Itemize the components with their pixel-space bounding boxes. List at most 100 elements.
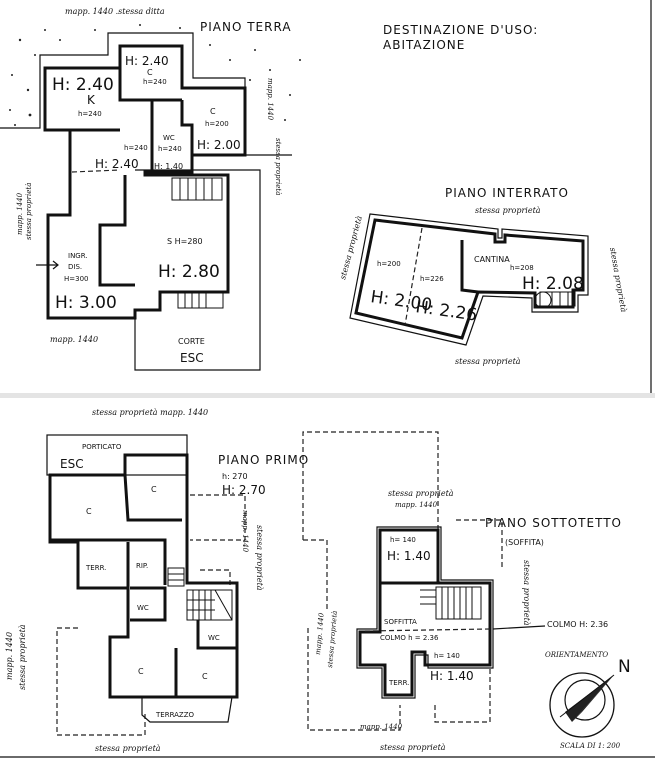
room-rip-label: RIP. [136, 562, 148, 570]
pt-left-note-2: stessa proprietà [25, 183, 33, 240]
s-label: S H=280 [167, 237, 203, 246]
ps-top-note-1: stessa proprietà [388, 489, 454, 498]
stairs-icon [171, 177, 224, 309]
pi-left-note: stessa proprietà [338, 215, 364, 281]
pp-right-note-1: mapp. 1440 [241, 510, 249, 553]
c1-h: h=240 [143, 78, 167, 86]
ps-bottom-note-2: stessa proprietà [380, 743, 446, 752]
pp-title: PIANO PRIMO [218, 453, 309, 467]
pp-left-note-2: stessa proprietà [18, 624, 27, 690]
scan-band [0, 393, 655, 398]
attic-stairs-icon [420, 586, 482, 620]
cantina-wall [460, 240, 479, 294]
first-floor-walls [48, 453, 239, 699]
ps-dashed-boundary-2 [303, 539, 328, 610]
north-letter: N [618, 657, 631, 677]
pp-dashed-boundary-2 [200, 569, 231, 585]
room-c2-label: C [151, 485, 157, 494]
r1-h: h=200 [377, 260, 401, 268]
wall-c2 [123, 474, 182, 522]
ps-bottom-note-1: mapp. 1440 [360, 723, 403, 731]
cantina-height: H: 2.08 [522, 274, 584, 294]
ground-floor-walls [43, 44, 247, 320]
piano-interrato-plan: PIANO INTERRATO stessa proprietà h=200 H… [338, 186, 628, 366]
room-wc1-label: WC [137, 604, 149, 612]
terrain-hatch [9, 24, 301, 126]
ps-right-note: stessa proprietà [522, 560, 531, 626]
ps-subtitle: (SOFFITA) [505, 538, 544, 547]
wall-s-ingr [98, 175, 135, 287]
ps-r1-height: H: 1.40 [387, 549, 431, 563]
k-label: K [87, 93, 96, 107]
piano-sottotetto-plan: stessa proprietà mapp. 1440 PIANO SOTTOT… [302, 431, 622, 752]
compass-icon [549, 672, 615, 738]
pt-right-note-1: mapp. 1440 [266, 78, 274, 121]
room-terrazzo-label: TERRAZZO [155, 711, 195, 719]
colmo-line [364, 628, 491, 632]
corte-esc: ESC [180, 351, 204, 365]
destination-label: DESTINAZIONE D'USO: [383, 23, 538, 37]
ingr-height: H: 3.00 [55, 293, 117, 313]
ps-left-note-1: mapp. 1440 [314, 612, 326, 655]
cellar-outer-wall [349, 213, 589, 346]
ps-dashed-boundary-5 [434, 665, 491, 723]
room-wc2-label: WC [208, 634, 220, 642]
cantina-h: h=208 [510, 264, 534, 272]
room-c3-label: C [138, 667, 144, 676]
pt-left-note-1: mapp. 1440 [16, 192, 24, 235]
porticato-label: PORTICATO [82, 443, 122, 451]
wc-label: WC [163, 134, 175, 142]
ps-top-note-2: mapp. 1440 [395, 501, 438, 509]
scale-label: SCALA DI 1: 200 [560, 742, 621, 750]
room-terr-label: TERR. [85, 564, 106, 572]
wall-wc1 [130, 586, 167, 622]
terrazzo-outline [141, 696, 233, 723]
pp-bottom-note: stessa proprietà [95, 744, 161, 753]
pi-bottom-note: stessa proprietà [455, 357, 521, 366]
orientation-label: ORIENTAMENTO [545, 651, 608, 659]
wall-k-c [118, 68, 182, 102]
pp-stairs-icon [167, 567, 233, 621]
wc-height: H: 1.40 [154, 162, 183, 171]
r2-height: H: 2.26 [414, 297, 478, 325]
hall-height: H: 2.40 [95, 157, 139, 171]
colmo-callout-arrow [492, 625, 546, 630]
pi-top-note: stessa proprietà [475, 206, 541, 215]
ps-r2-h: h= 140 [434, 652, 460, 660]
pi-right-note: stessa proprietà [608, 247, 628, 313]
pp-height: H: 2.70 [222, 483, 266, 497]
ps-terr-label: TERR. [388, 679, 409, 687]
soffitta-label: SOFFITTA [384, 618, 417, 626]
piano-terra-plan: mapp. 1440 .stessa ditta PIANO TERRA H: … [0, 7, 301, 417]
pp-left-note-1: mapp. 1440 [5, 632, 14, 680]
pt-bottom-left-note: mapp. 1440 [50, 335, 98, 344]
destination-value: ABITAZIONE [383, 38, 465, 52]
pp-right-note-2: stessa proprietà [255, 525, 264, 591]
pt-top-note: mapp. 1440 .stessa ditta [65, 7, 165, 16]
ps-left-note-2: stessa proprietà [326, 610, 339, 668]
pt-bottom-note: stessa proprietà mapp. 1440 [92, 408, 208, 417]
ps-dashed-boundary-4 [307, 628, 401, 731]
c1-height: H: 2.40 [125, 54, 169, 68]
ps-title: PIANO SOTTOTETTO [485, 516, 622, 530]
pp-dashed-boundary-1 [190, 494, 246, 541]
cantina-label: CANTINA [474, 255, 510, 264]
room-c4-label: C [202, 672, 208, 681]
pp-dashed-boundary-3 [56, 627, 146, 736]
wc-h: h=240 [158, 145, 182, 153]
k-height: H: 2.40 [52, 75, 114, 95]
attic-walls [358, 528, 492, 697]
wall-terr-rip [50, 538, 167, 585]
hall-h: h=240 [124, 144, 148, 152]
pt-right-note-2: stessa proprietà [274, 138, 282, 195]
pt-title: PIANO TERRA [200, 20, 292, 34]
r2-h: h=226 [420, 275, 444, 283]
room-c1-label: C [86, 507, 92, 516]
c2-h: h=200 [205, 120, 229, 128]
k-h: h=240 [78, 110, 102, 118]
c2-height: H: 2.00 [197, 138, 241, 152]
entrance-arrowhead [52, 260, 59, 270]
ingr-label-2: DIS. [68, 263, 82, 271]
wall-c2 [180, 100, 194, 155]
